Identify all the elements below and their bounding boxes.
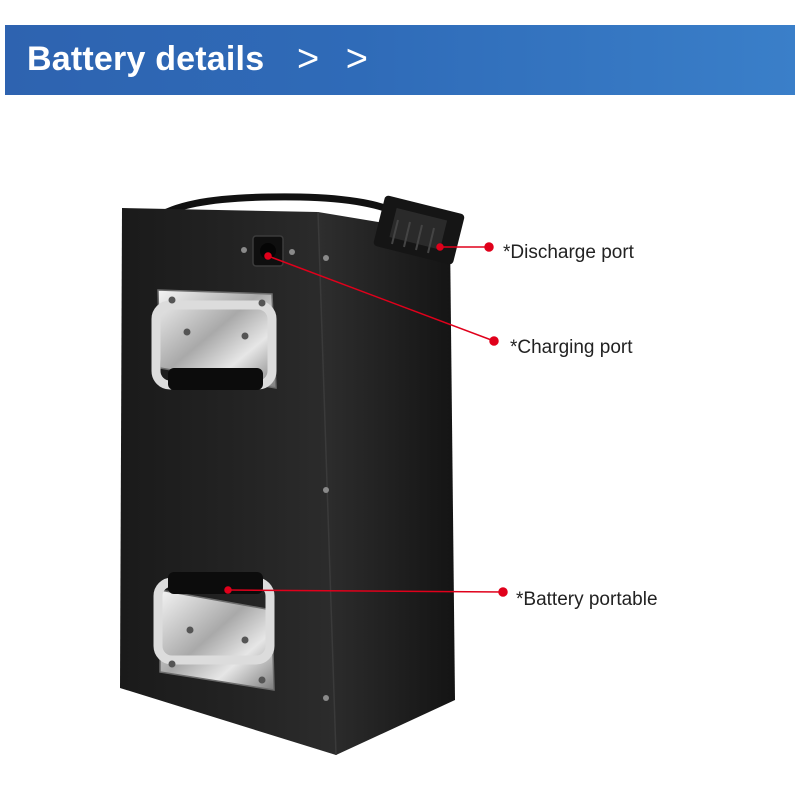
callout-charging-port: *Charging port bbox=[510, 337, 633, 358]
chevron-right-icon: > > bbox=[297, 38, 376, 80]
bottom-handle bbox=[153, 572, 275, 691]
callout-discharge-port: *Discharge port bbox=[503, 242, 634, 263]
header-banner: Battery details > > bbox=[5, 25, 795, 95]
battery-side-panel bbox=[318, 212, 455, 755]
screw-icon bbox=[323, 695, 329, 701]
callout-battery-portable: *Battery portable bbox=[516, 589, 658, 610]
page-title: Battery details bbox=[27, 40, 265, 78]
pointer-lines bbox=[224, 242, 508, 597]
screw-icon bbox=[323, 487, 329, 493]
top-handle bbox=[151, 289, 277, 390]
screw-icon bbox=[323, 255, 329, 261]
